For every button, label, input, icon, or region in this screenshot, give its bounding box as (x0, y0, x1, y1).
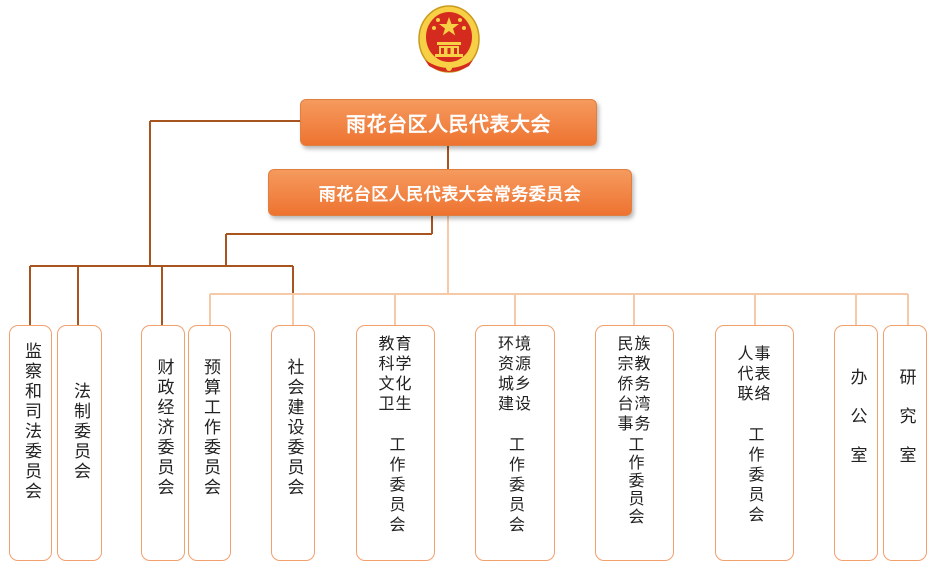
congress-label: 雨花台区人民代表大会 (346, 112, 551, 136)
committee-label-bottom: 工作委员会 (386, 436, 406, 536)
standing-committee-label: 雨花台区人民代表大会常务委员会 (318, 185, 582, 205)
committee-box-social: 社会建设委员会 (271, 325, 315, 561)
committee-label-top: 教育 科学 文化 卫生 (378, 334, 413, 413)
committee-box-budget: 预算工作委员会 (188, 325, 231, 561)
committee-box-office: 办公室 (834, 325, 878, 561)
committee-box-ethnic: 民族 宗教 侨务 台湾 事务 工作委员会 (595, 325, 674, 561)
standing-committee-box: 雨花台区人民代表大会常务委员会 (268, 169, 632, 216)
committee-box-finance-economy: 财政经济委员会 (141, 325, 185, 561)
committee-label-top: 民族 宗教 侨务 台湾 事务 (617, 334, 652, 433)
committee-box-research: 研究室 (883, 325, 927, 561)
committee-box-education: 教育 科学 文化 卫生 工作委员会 (356, 325, 435, 561)
national-emblem-icon (418, 5, 480, 73)
committee-label: 监察和司法委员会 (21, 342, 41, 502)
committee-label: 社会建设委员会 (283, 358, 304, 498)
committee-box-legislative: 法制委员会 (57, 325, 102, 561)
committee-label-top: 环境 资源 城乡 建设 (497, 334, 532, 413)
committee-box-personnel: 人事 代表 联络 工作委员会 (715, 325, 794, 561)
committee-box-environment: 环境 资源 城乡 建设 工作委员会 (475, 325, 555, 561)
committee-box-supervision-judicial: 监察和司法委员会 (9, 325, 52, 561)
committee-label-bottom: 工作委员会 (745, 426, 765, 526)
committee-label: 预算工作委员会 (200, 358, 220, 498)
committee-label-bottom: 工作委员会 (625, 436, 645, 526)
committee-label: 法制委员会 (70, 382, 90, 482)
congress-box: 雨花台区人民代表大会 (300, 99, 597, 146)
committee-label: 研究室 (895, 368, 916, 485)
committee-label-bottom: 工作委员会 (505, 436, 525, 536)
committee-label: 财政经济委员会 (153, 358, 174, 498)
committee-label: 办公室 (846, 368, 867, 485)
committee-label-top: 人事 代表 联络 (737, 344, 772, 403)
